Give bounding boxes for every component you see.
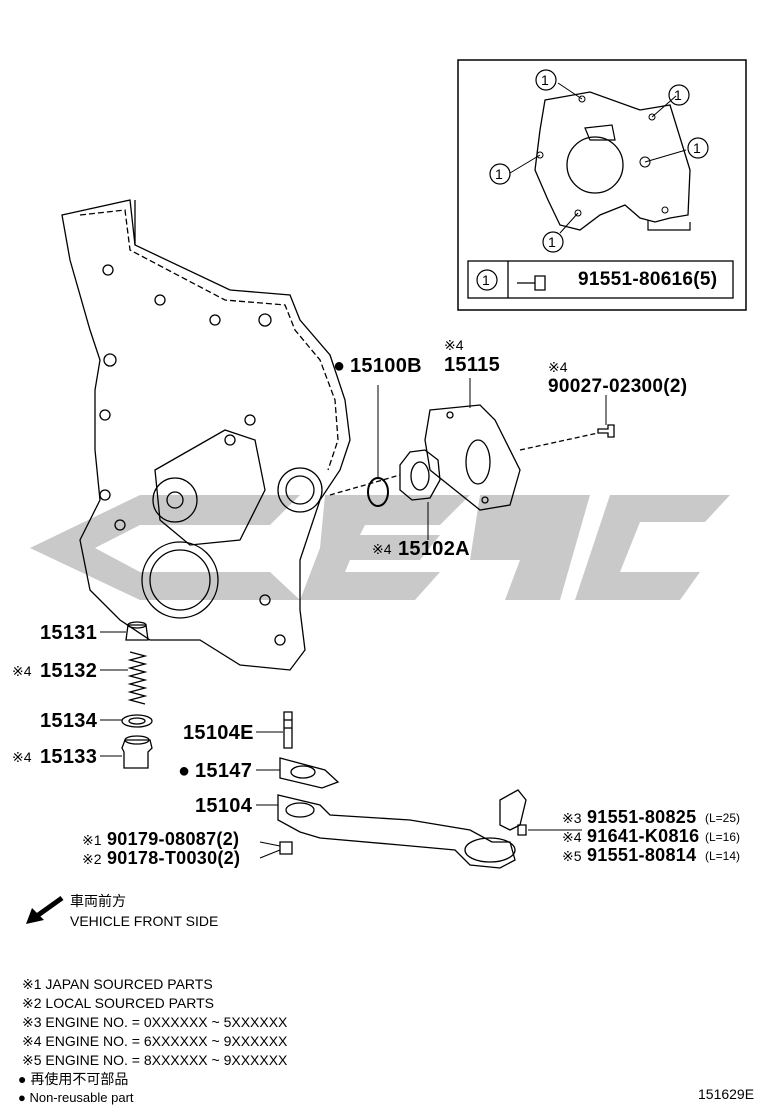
note-bolt-4: ※4 <box>562 829 582 845</box>
note-90027: ※4 <box>548 359 568 375</box>
label-15100b: 15100B <box>350 355 422 377</box>
timing-cover <box>61 199 351 671</box>
legend-item: ● 再使用不可部品 <box>18 1071 129 1087</box>
pump-bolt <box>597 395 615 438</box>
label-15147: 15147 <box>195 760 253 782</box>
label-91551-80825: 91551-80825 <box>587 807 697 827</box>
callout-1-top-right: 1 <box>674 87 682 103</box>
length-bolt-5: (L=14) <box>705 849 741 863</box>
direction-label-jp: 車両前方 <box>70 893 126 909</box>
note-15102a: ※4 <box>372 541 392 557</box>
label-15104: 15104 <box>195 795 253 817</box>
length-bolt-3: (L=25) <box>705 811 741 825</box>
label-15131: 15131 <box>40 622 98 644</box>
label-15104e: 15104E <box>183 722 254 744</box>
note-bolt-5: ※5 <box>562 848 582 864</box>
note-nut-2: ※2 <box>82 851 102 867</box>
length-bolt-4: (L=16) <box>705 830 741 844</box>
figure-id: 151629E <box>698 1086 755 1102</box>
detail-bolt-part-number: 91551-80616(5) <box>578 269 718 290</box>
leader-lines <box>100 631 582 859</box>
label-91551-80814: 91551-80814 <box>587 845 697 865</box>
callout-1-right: 1 <box>693 140 701 156</box>
note-bolt-3: ※3 <box>562 810 582 826</box>
non-reusable-bullet-15147: ● <box>178 760 191 782</box>
label-90178-t0030: 90178-T0030(2) <box>107 848 241 868</box>
label-91641-k0816: 91641-K0816 <box>587 826 700 846</box>
note-15132: ※4 <box>12 663 32 679</box>
relief-valve-parts <box>121 621 153 769</box>
note-15115: ※4 <box>444 337 464 353</box>
label-15102a: 15102A <box>398 538 470 560</box>
callout-1-top-left: 1 <box>541 72 549 88</box>
strainer-assembly <box>277 711 527 869</box>
callout-1-bottom: 1 <box>548 234 556 250</box>
callout-1-left: 1 <box>495 166 503 182</box>
detail-box <box>457 59 747 311</box>
non-reusable-bullet-15100b: ● <box>333 355 346 377</box>
legend-item: ※2 LOCAL SOURCED PARTS <box>22 995 214 1011</box>
legend-item: ※5 ENGINE NO. = 8XXXXXX ~ 9XXXXXX <box>22 1052 288 1068</box>
callout-1-legend: 1 <box>482 272 490 288</box>
label-15115: 15115 <box>444 354 501 376</box>
legend-item: ※3 ENGINE NO. = 0XXXXXX ~ 5XXXXXX <box>22 1014 288 1030</box>
label-90027-02300: 90027-02300(2) <box>548 376 688 397</box>
label-15132: 15132 <box>40 660 98 682</box>
note-nut-1: ※1 <box>82 832 102 848</box>
label-15133: 15133 <box>40 746 98 768</box>
note-15133: ※4 <box>12 749 32 765</box>
label-15134: 15134 <box>40 710 98 732</box>
legend-item: ※4 ENGINE NO. = 6XXXXXX ~ 9XXXXXX <box>22 1033 288 1049</box>
direction-label-en: VEHICLE FRONT SIDE <box>70 913 219 929</box>
legend-item: ※1 JAPAN SOURCED PARTS <box>22 976 213 992</box>
vehicle-front-arrow-icon <box>26 895 64 924</box>
label-90179-08087: 90179-08087(2) <box>107 829 240 849</box>
legend-item: ● Non-reusable part <box>18 1090 134 1105</box>
oil-pump <box>329 378 599 540</box>
